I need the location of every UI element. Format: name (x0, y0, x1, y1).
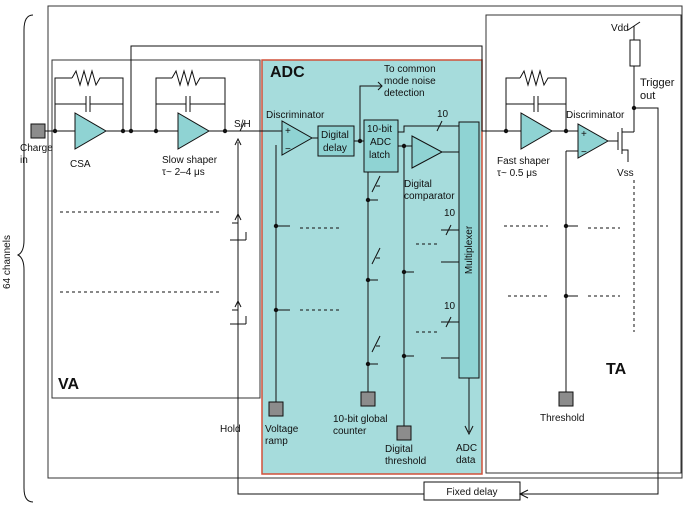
ta-discriminator-label: Discriminator (566, 110, 625, 121)
svg-text:Digital: Digital (321, 130, 349, 141)
channels-label: 64 channels (2, 235, 13, 289)
fast-shaper (500, 69, 578, 150)
digital-delay-box (317, 125, 355, 157)
svg-text:+: + (285, 126, 291, 137)
sh-label: S/H (234, 119, 251, 130)
svg-text:10: 10 (444, 208, 456, 219)
threshold-pad (558, 391, 574, 407)
fixed-delay-box (423, 481, 521, 501)
pullup-resistor (629, 39, 641, 67)
adc-discriminator-label: Discriminator (266, 110, 325, 121)
digital-comparator-label: Digital (404, 179, 432, 190)
ta-section (485, 14, 682, 474)
va-title: VA (58, 376, 79, 393)
svg-text:data: data (456, 455, 476, 466)
outer-frame (47, 5, 683, 479)
charge-in-label-2: in (20, 155, 28, 166)
fast-shaper-tau: τ~ 0.5 μs (497, 168, 537, 179)
vdd-label: Vdd (611, 23, 629, 34)
slow-shaper-label: Slow shaper (162, 155, 218, 166)
svg-text:ADC: ADC (370, 137, 391, 148)
adc-latch-box (363, 119, 399, 173)
svg-text:mode noise: mode noise (384, 76, 436, 87)
svg-text:10: 10 (437, 109, 449, 120)
digital-threshold-pad (396, 425, 412, 441)
hold-label: Hold (220, 424, 241, 435)
svg-text:comparator: comparator (404, 191, 455, 202)
slow-shaper (138, 69, 240, 150)
svg-text:counter: counter (333, 426, 367, 437)
svg-text:ramp: ramp (265, 436, 288, 447)
svg-text:−: − (285, 144, 291, 155)
csa-amplifier (45, 69, 138, 150)
common-mode-label: To common (384, 64, 436, 75)
digital-comparator (411, 135, 444, 169)
voltage-ramp-pad (268, 401, 284, 417)
svg-text:threshold: threshold (385, 456, 426, 467)
voltage-ramp-label: Voltage (265, 424, 299, 435)
adc-title: ADC (270, 64, 305, 81)
svg-text:+: + (581, 129, 587, 140)
global-counter-label: 10-bit global (333, 414, 387, 425)
trigger-out-label: Trigger (640, 77, 675, 89)
svg-text:10-bit: 10-bit (367, 124, 392, 135)
svg-text:detection: detection (384, 88, 425, 99)
svg-text:10: 10 (444, 301, 456, 312)
charge-in-label: Charge (20, 143, 53, 154)
svg-text:delay: delay (323, 143, 347, 154)
svg-text:Multiplexer: Multiplexer (464, 225, 475, 274)
fixed-delay-label: Fixed delay (446, 487, 497, 498)
svg-text:−: − (581, 147, 587, 158)
threshold-label: Threshold (540, 413, 584, 424)
adc-discriminator (281, 120, 314, 156)
vss-label: Vss (617, 168, 634, 179)
channels-brace (16, 14, 34, 503)
global-counter-pad (360, 391, 376, 407)
digital-threshold-label: Digital (385, 444, 413, 455)
csa-label: CSA (70, 159, 91, 170)
svg-text:latch: latch (369, 150, 390, 161)
va-section (51, 59, 261, 399)
fast-shaper-label: Fast shaper (497, 156, 550, 167)
preamp-to-ta-wire (130, 45, 518, 132)
ta-title: TA (606, 361, 627, 378)
svg-text:out: out (640, 90, 655, 102)
slow-shaper-tau: τ~ 2–4 μs (162, 167, 205, 178)
charge-in-pad (30, 123, 46, 139)
adc-data-label: ADC (456, 443, 477, 454)
ta-discriminator (577, 123, 610, 159)
